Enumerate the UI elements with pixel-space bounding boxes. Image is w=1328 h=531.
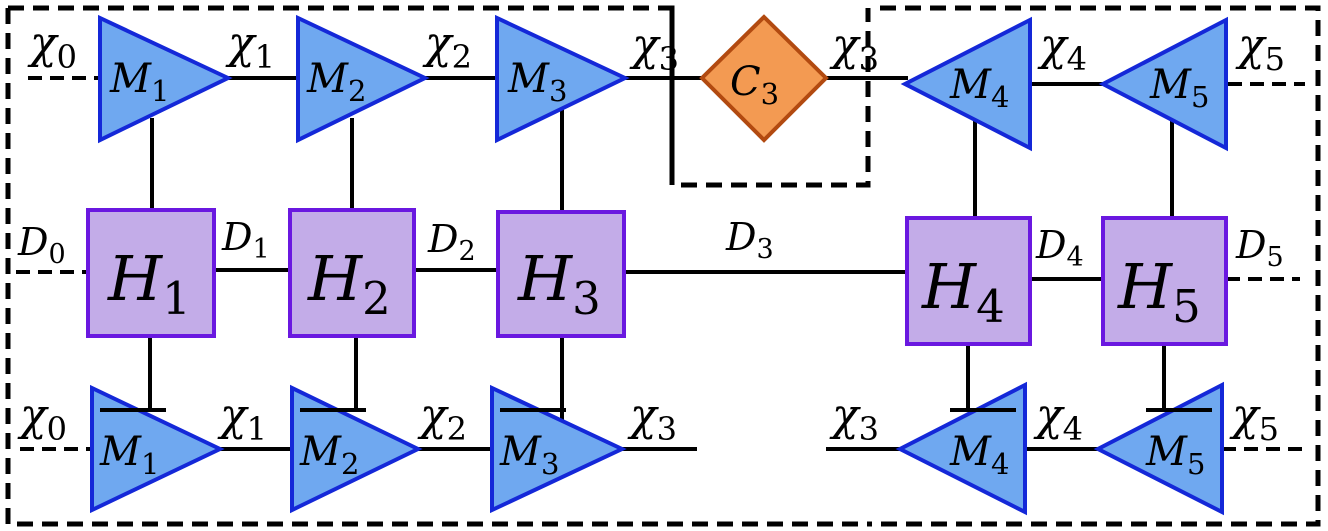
chi3-top-left-label: χ3 [629, 20, 679, 78]
m1-label: M1 [109, 56, 169, 108]
m5-label: M5 [1149, 62, 1209, 114]
d3-label: D3 [725, 215, 774, 265]
d0-label: D0 [17, 220, 66, 270]
chi2-bot-label: χ2 [417, 390, 467, 448]
m2-tensor [296, 14, 430, 144]
d5-label: D5 [1235, 223, 1284, 273]
chi0-top-label: χ0 [27, 18, 77, 76]
mb4-label: M4 [949, 429, 1009, 481]
h2-label: H2 [307, 242, 391, 325]
h1-label: H1 [107, 242, 191, 325]
c3-center-tensor [699, 14, 829, 143]
chi5-top-label: χ5 [1235, 20, 1285, 78]
mb2-tensor [290, 384, 423, 514]
h5-tensor [1101, 216, 1228, 346]
h4-label: H4 [921, 250, 1005, 333]
m2-label: M2 [306, 56, 366, 108]
mb2-label: M2 [299, 429, 359, 481]
chi2-top-label: χ2 [422, 18, 472, 76]
chi0-bot-label: χ0 [17, 390, 67, 448]
h3-tensor [496, 210, 626, 338]
h1-tensor [86, 208, 216, 338]
h4-tensor [905, 216, 1032, 346]
m3-tensor [495, 14, 630, 144]
left-group-box-outline [5, 8, 868, 527]
c3-label: C3 [730, 59, 779, 111]
mb1-label: M1 [99, 429, 159, 481]
chi3-top-right-label: χ3 [829, 20, 879, 78]
h5-label: H5 [1117, 250, 1201, 333]
chi5-bot-label: χ5 [1229, 390, 1279, 448]
mb5-label: M5 [1145, 429, 1205, 481]
h2-tensor [288, 208, 416, 338]
mb5-tensor [1093, 381, 1224, 516]
chi3-bot-left-label: χ3 [627, 390, 677, 448]
m5-tensor [1098, 16, 1228, 152]
chi4-top-label: χ4 [1037, 20, 1087, 78]
mb4-tensor [895, 381, 1027, 516]
d1-label: D1 [221, 215, 270, 265]
chi1-bot-label: χ1 [217, 390, 267, 448]
chi3-bot-right-label: χ3 [829, 390, 879, 448]
h3-label: H3 [517, 242, 601, 325]
chi4-bot-label: χ4 [1033, 390, 1083, 448]
m1-tensor [98, 14, 233, 144]
mb1-tensor [90, 384, 225, 514]
m3-label: M3 [507, 56, 567, 108]
m4-label: M4 [949, 62, 1009, 114]
d4-label: D4 [1035, 223, 1084, 273]
mb3-label: M3 [499, 429, 559, 481]
d2-label: D2 [427, 217, 476, 267]
right-group-box [868, 5, 1321, 527]
mb3-tensor [490, 384, 627, 514]
m4-tensor [900, 16, 1032, 152]
chi1-top-label: χ1 [225, 18, 275, 76]
